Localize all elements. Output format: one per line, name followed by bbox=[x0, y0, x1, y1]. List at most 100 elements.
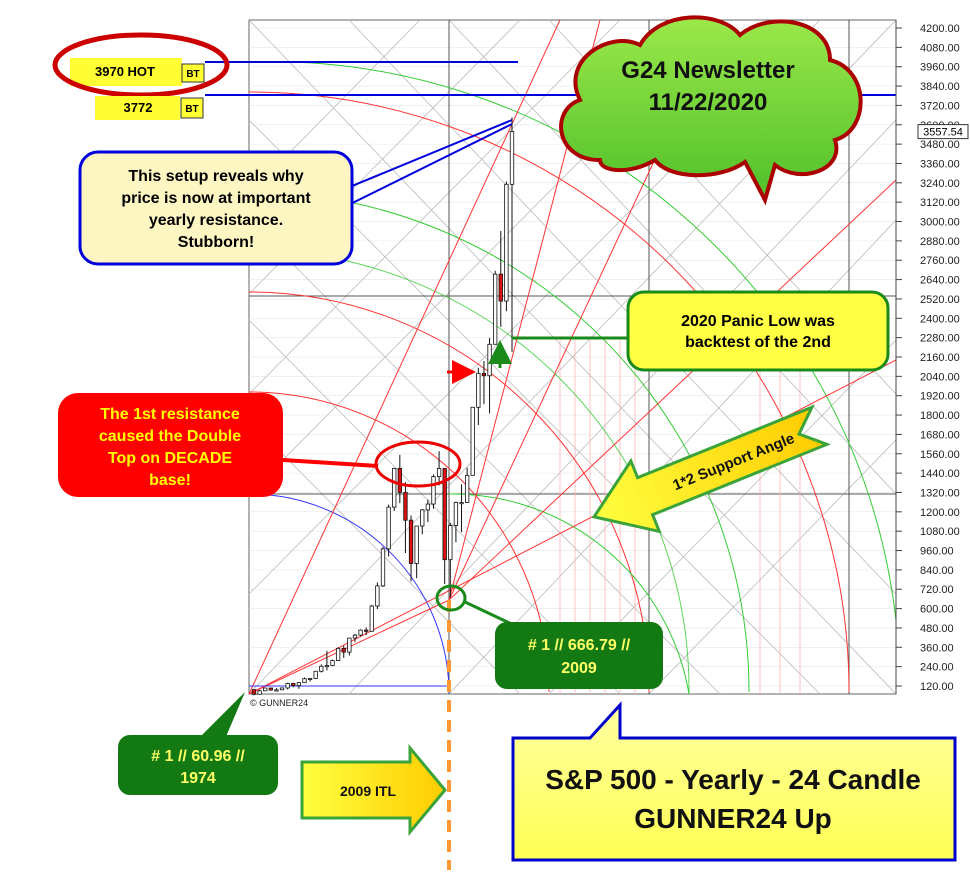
candle-body bbox=[296, 682, 302, 686]
candle-body bbox=[425, 503, 431, 511]
candle-2014 bbox=[476, 367, 481, 426]
svg-text:3772: 3772 bbox=[124, 100, 153, 115]
candle-body bbox=[257, 690, 262, 695]
y-tick-label: 1320.00 bbox=[920, 487, 960, 499]
chart-title-box: S&P 500 - Yearly - 24 Candle GUNNER24 Up bbox=[511, 701, 957, 862]
candle-1977 bbox=[268, 687, 273, 691]
low-1974-callout: # 1 // 60.96 // 1974 bbox=[118, 692, 278, 795]
candle-2017 bbox=[493, 270, 498, 345]
candle-1991 bbox=[347, 637, 352, 656]
y-tick-label: 1440.00 bbox=[920, 468, 960, 480]
candle-1992 bbox=[352, 633, 358, 643]
candle-body bbox=[307, 677, 313, 680]
candle-body bbox=[263, 687, 268, 692]
y-tick-label: 960.00 bbox=[920, 546, 954, 558]
svg-text:price is now at important: price is now at important bbox=[121, 190, 311, 207]
level-3772-label: 3772 BT bbox=[95, 96, 204, 120]
candle-body bbox=[341, 647, 346, 653]
svg-text:Top on DECADE: Top on DECADE bbox=[108, 450, 232, 467]
newsletter-cloud: G24 Newsletter 11/22/2020 bbox=[559, 15, 863, 206]
candle-2003 bbox=[414, 525, 419, 579]
candle-body bbox=[268, 687, 273, 691]
y-tick-label: 2280.00 bbox=[920, 333, 960, 345]
candle-2019 bbox=[504, 181, 509, 312]
candle-body bbox=[408, 519, 414, 564]
y-tick-label: 120.00 bbox=[920, 681, 954, 693]
first-resistance-callout: The 1st resistance caused the Double Top… bbox=[58, 393, 462, 497]
y-tick-label: 3720.00 bbox=[920, 100, 960, 112]
y-tick-label: 720.00 bbox=[920, 584, 954, 596]
candle-body bbox=[291, 683, 296, 686]
candle-body bbox=[498, 273, 503, 302]
y-tick-label: 1560.00 bbox=[920, 449, 960, 461]
candle-1987 bbox=[324, 650, 330, 671]
last-price-label: 3557.54 bbox=[923, 127, 963, 139]
candle-body bbox=[459, 502, 464, 505]
y-tick-label: 2400.00 bbox=[920, 313, 960, 325]
candle-body bbox=[420, 509, 425, 527]
candle-2001 bbox=[403, 482, 408, 553]
newsletter-title: G24 Newsletter bbox=[621, 57, 794, 84]
y-tick-label: 3240.00 bbox=[920, 178, 960, 190]
setup-callout: This setup reveals why price is now at i… bbox=[78, 119, 513, 266]
candle-1998 bbox=[386, 504, 391, 557]
y-tick-label: 240.00 bbox=[920, 662, 954, 674]
candle-1994 bbox=[364, 627, 369, 636]
candle-body bbox=[464, 474, 470, 503]
candle-body bbox=[364, 629, 369, 632]
candle-2018 bbox=[498, 231, 503, 327]
candle-body bbox=[251, 689, 257, 695]
bt-badge: BT bbox=[186, 69, 199, 80]
candle-1983 bbox=[302, 677, 307, 684]
candle-2013 bbox=[470, 406, 475, 476]
candle-body bbox=[380, 548, 386, 587]
candle-2010 bbox=[453, 501, 459, 543]
y-tick-label: 2880.00 bbox=[920, 236, 960, 248]
candle-2004 bbox=[420, 508, 425, 535]
y-tick-label: 2160.00 bbox=[920, 352, 960, 364]
svg-text:The 1st resistance: The 1st resistance bbox=[100, 406, 240, 423]
candle-2020 bbox=[509, 117, 515, 352]
bt-badge: BT bbox=[185, 104, 198, 115]
y-tick-label: 4080.00 bbox=[920, 42, 960, 54]
candle-2007 bbox=[436, 451, 442, 486]
candle-1981 bbox=[291, 683, 296, 688]
candle-1985 bbox=[313, 670, 318, 680]
candle-body bbox=[285, 683, 290, 689]
itl-2009-arrow: 2009 ITL bbox=[300, 743, 447, 837]
candle-1996 bbox=[375, 582, 380, 610]
candle-body bbox=[487, 343, 492, 377]
candle-body bbox=[319, 665, 324, 672]
y-tick-label: 2640.00 bbox=[920, 275, 960, 287]
y-tick-label: 3120.00 bbox=[920, 197, 960, 209]
svg-text:2009 ITL: 2009 ITL bbox=[340, 783, 396, 799]
candle-body bbox=[352, 634, 358, 639]
chart-title: S&P 500 - Yearly - 24 Candle bbox=[545, 764, 921, 795]
y-tick-label: 3360.00 bbox=[920, 158, 960, 170]
svg-text:yearly resistance.: yearly resistance. bbox=[149, 212, 283, 229]
y-axis: 4200.004080.003960.003840.003720.003600.… bbox=[896, 23, 960, 693]
last-price-marker: 3557.54 bbox=[917, 124, 969, 140]
candle-body bbox=[397, 467, 402, 493]
hot-level-label: 3970 HOT BT bbox=[70, 58, 205, 86]
svg-text:base!: base! bbox=[149, 472, 191, 489]
candle-body bbox=[274, 689, 279, 692]
svg-text:1974: 1974 bbox=[180, 770, 216, 787]
y-tick-label: 480.00 bbox=[920, 623, 954, 635]
candle-body bbox=[386, 506, 391, 550]
candle-body bbox=[392, 467, 397, 508]
y-tick-label: 1080.00 bbox=[920, 526, 960, 538]
y-tick-label: 1680.00 bbox=[920, 429, 960, 441]
candle-1989 bbox=[335, 647, 341, 661]
candle-2002 bbox=[408, 515, 414, 582]
candle-2005 bbox=[425, 499, 431, 523]
candle-1997 bbox=[380, 546, 386, 588]
svg-text:This setup reveals why: This setup reveals why bbox=[128, 168, 303, 185]
candle-1979 bbox=[279, 687, 285, 691]
candle-body bbox=[481, 372, 487, 377]
y-tick-label: 1800.00 bbox=[920, 410, 960, 422]
panic-low-callout: 2020 Panic Low was backtest of the 2nd bbox=[488, 290, 890, 372]
y-tick-label: 2040.00 bbox=[920, 371, 960, 383]
